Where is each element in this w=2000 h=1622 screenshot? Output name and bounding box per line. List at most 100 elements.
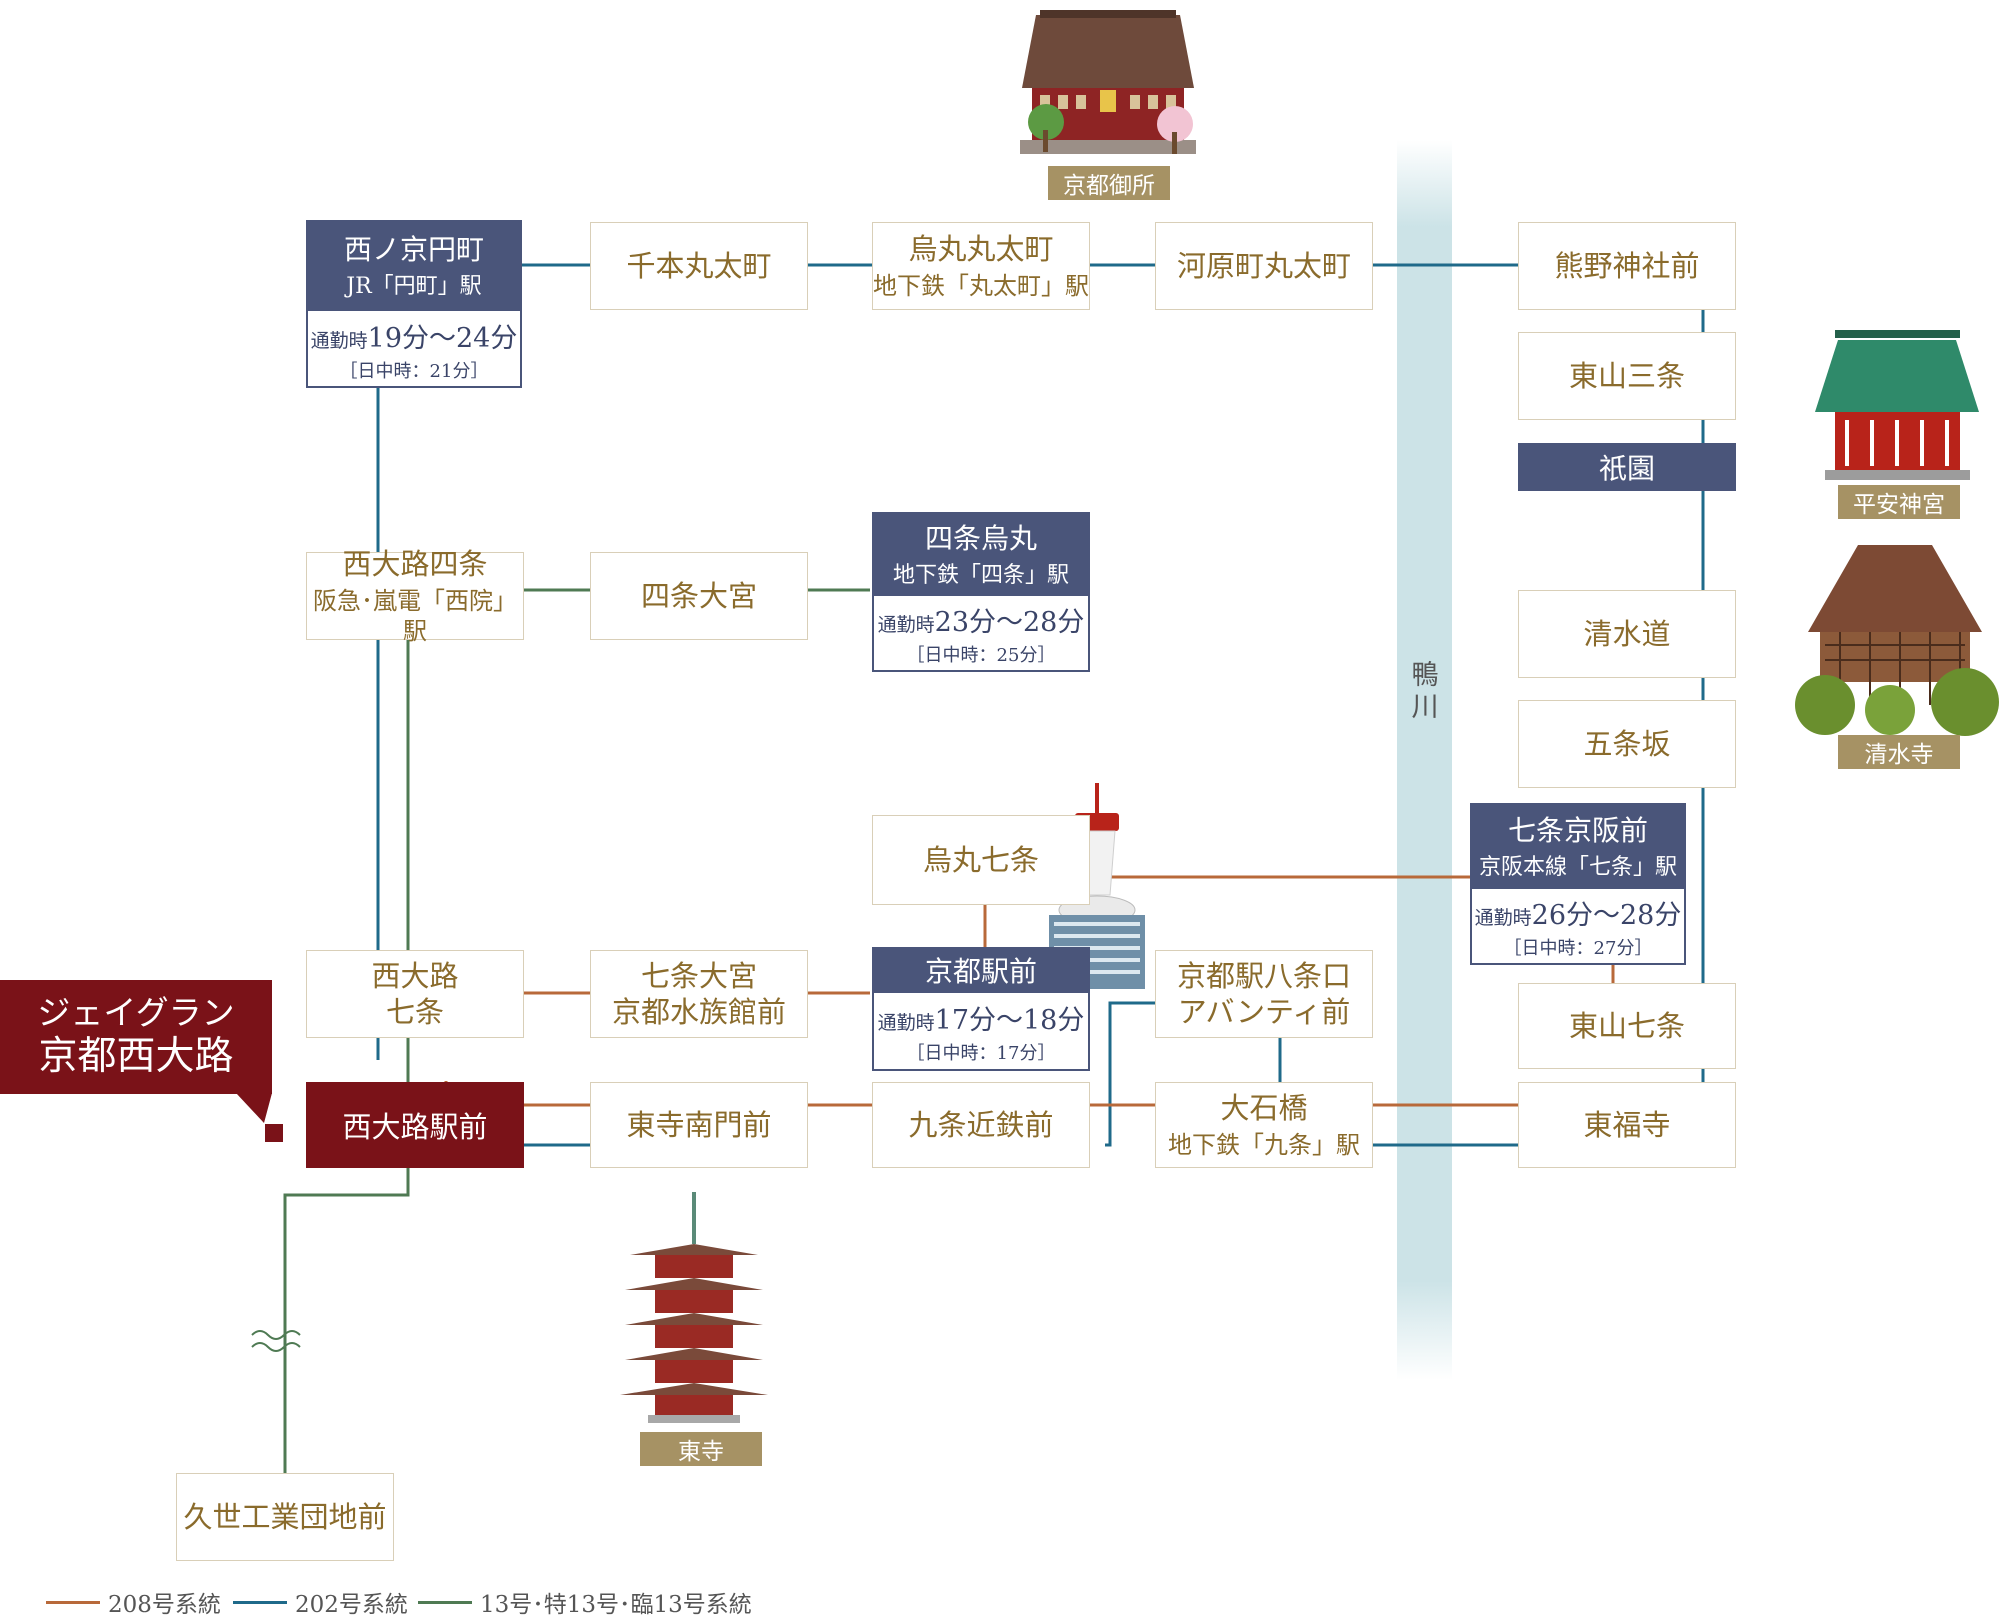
stop-name: 清水道 <box>1583 616 1671 651</box>
station-name: 阪急･嵐電「西院」駅 <box>313 587 517 646</box>
hub-header: 四条烏丸 地下鉄「四条」駅 <box>874 514 1088 596</box>
landmark-toji: 東寺 <box>640 1432 762 1466</box>
stop-higashiyama-sanjo: 東山三条 <box>1518 332 1736 420</box>
commute-prefix: 通勤時 <box>1474 906 1532 929</box>
legend-label: 13号･特13号･臨13号系統 <box>480 1592 752 1618</box>
stop-name: 東寺南門前 <box>626 1107 772 1142</box>
stop-oishibashi: 大石橋地下鉄「九条」駅 <box>1155 1082 1373 1168</box>
route-break-mark <box>251 1330 301 1340</box>
stop-name: 西ノ京円町 <box>343 233 484 267</box>
stop-shichijo-omiya: 七条大宮京都水族館前 <box>590 950 808 1038</box>
kiyomizudera-illustration <box>1795 545 1999 736</box>
stop-name: 京都駅前 <box>924 954 1037 988</box>
station-name: 京阪本線「七条」駅 <box>1478 854 1677 880</box>
stop-name: 西大路四条 <box>342 546 488 581</box>
stop-name: 四条大宮 <box>640 578 757 613</box>
stop-name-line2: アバンティ前 <box>1177 995 1351 1029</box>
stop-kuze-kogyo-danchi-mae: 久世工業団地前 <box>176 1473 394 1561</box>
daytime-time: ［日中時：17分］ <box>906 1042 1056 1064</box>
landmark-label: 東寺 <box>678 1439 724 1465</box>
stop-name: 四条烏丸 <box>924 521 1037 555</box>
stop-name: 九条近鉄前 <box>908 1107 1054 1142</box>
stop-name-line2: 七条 <box>385 995 444 1029</box>
stop-nishioji-shijo: 西大路四条阪急･嵐電「西院」駅 <box>306 547 524 645</box>
daytime-time: ［日中時：25分］ <box>906 644 1056 666</box>
stop-name: 五条坂 <box>1583 726 1671 761</box>
route-break-mark <box>251 1342 301 1352</box>
commute-prefix: 通勤時 <box>877 613 935 636</box>
stop-name: 七条京阪前 <box>1507 813 1648 847</box>
legend-swatch <box>46 1600 100 1604</box>
property-name-line2: 京都西大路 <box>38 1034 234 1080</box>
stop-kiyomizu-michi: 清水道 <box>1518 590 1736 678</box>
stop-kujo-kintetsu-mae: 九条近鉄前 <box>872 1082 1090 1168</box>
stop-name: 東福寺 <box>1583 1107 1671 1142</box>
hub-header: 西ノ京円町 JR「円町」駅 <box>308 222 520 311</box>
route-13-segment <box>283 638 410 1473</box>
stop-kumano-jinja-mae: 熊野神社前 <box>1518 222 1736 310</box>
legend-item-208: 208号系統 <box>46 1585 221 1619</box>
stop-shijo-karasuma: 四条烏丸 地下鉄「四条」駅 通勤時23分〜28分 ［日中時：25分］ <box>872 512 1090 672</box>
stop-name: 東山七条 <box>1568 1008 1685 1043</box>
stop-name: 西大路 <box>371 958 459 993</box>
landmark-heian-jingu: 平安神宮 <box>1838 485 1960 519</box>
station-name: 地下鉄「四条」駅 <box>892 562 1069 588</box>
stop-shijo-omiya: 四条大宮 <box>590 552 808 640</box>
legend-label: 202号系統 <box>295 1592 408 1618</box>
stop-name: 烏丸七条 <box>922 842 1039 877</box>
legend-swatch <box>233 1600 287 1604</box>
daytime-time: ［日中時：27分］ <box>1503 937 1653 959</box>
station-name: 地下鉄「九条」駅 <box>1168 1131 1360 1160</box>
stop-karasuma-shichijo: 烏丸七条 <box>872 815 1090 905</box>
legend-item-202: 202号系統 <box>233 1585 408 1619</box>
stop-name: 東山三条 <box>1568 358 1685 393</box>
stop-gojozaka: 五条坂 <box>1518 700 1736 788</box>
landmark-kiyomizudera: 清水寺 <box>1838 735 1960 769</box>
commute-time: 23分〜28分 <box>934 606 1085 638</box>
stop-name: 烏丸丸太町 <box>908 231 1054 266</box>
stop-kyoto-eki-hachijo-guchi: 京都駅八条口アバンティ前 <box>1155 950 1373 1038</box>
legend-label: 208号系統 <box>108 1592 221 1618</box>
stop-nishinokyo-enmachi: 西ノ京円町 JR「円町」駅 通勤時19分〜24分 ［日中時：21分］ <box>306 220 522 388</box>
stop-shichijo-keihan-mae: 七条京阪前 京阪本線「七条」駅 通勤時26分〜28分 ［日中時：27分］ <box>1470 803 1686 965</box>
landmark-label: 清水寺 <box>1864 742 1934 768</box>
stop-name: 京都駅八条口 <box>1176 958 1351 993</box>
commute-time: 26分〜28分 <box>1531 899 1682 931</box>
daytime-time: ［日中時：21分］ <box>339 361 489 382</box>
river-name: 鴨川 <box>1411 660 1439 724</box>
stop-karasuma-marutamachi: 烏丸丸太町地下鉄「丸太町」駅 <box>872 222 1090 310</box>
stop-name: 西大路駅前 <box>342 1110 488 1144</box>
stop-name: 千本丸太町 <box>626 248 772 283</box>
stop-kyoto-eki-mae: 京都駅前 通勤時17分〜18分 ［日中時：17分］ <box>872 947 1090 1071</box>
stop-toji-minamimon-mae: 東寺南門前 <box>590 1082 808 1168</box>
stop-name-line2: 京都水族館前 <box>611 995 786 1029</box>
hub-header: 七条京阪前 京阪本線「七条」駅 <box>1472 805 1684 889</box>
kyoto-gosho-illustration <box>1020 10 1196 154</box>
stop-name: 河原町丸太町 <box>1176 248 1351 283</box>
callout-pointer <box>236 1093 272 1123</box>
landmark-kyoto-gosho: 京都御所 <box>1048 166 1170 200</box>
landmark-label: 京都御所 <box>1063 173 1155 199</box>
toji-pagoda-illustration <box>620 1192 768 1423</box>
stop-tofukuji: 東福寺 <box>1518 1082 1736 1168</box>
property-name-line1: ジェイグラン <box>37 993 235 1032</box>
travel-time: 通勤時26分〜28分 ［日中時：27分］ <box>1472 889 1684 963</box>
stop-senbon-marutamachi: 千本丸太町 <box>590 222 808 310</box>
landmark-label: 平安神宮 <box>1853 492 1945 518</box>
stop-name: 久世工業団地前 <box>183 1499 387 1534</box>
station-name: 地下鉄「丸太町」駅 <box>873 272 1089 301</box>
stop-gion: 祇園 <box>1518 443 1736 491</box>
travel-time: 通勤時23分〜28分 ［日中時：25分］ <box>874 596 1088 670</box>
property-callout: ジェイグラン 京都西大路 <box>0 980 272 1094</box>
commute-prefix: 通勤時 <box>877 1011 935 1034</box>
kamo-river <box>1397 140 1452 1380</box>
stop-name: 祇園 <box>1598 452 1655 485</box>
stop-name: 熊野神社前 <box>1554 248 1700 283</box>
property-location-marker <box>265 1124 283 1142</box>
stop-nishioji-eki-mae: 西大路駅前 <box>306 1082 524 1168</box>
stop-name: 大石橋 <box>1220 1090 1308 1125</box>
stop-higashiyama-shichijo: 東山七条 <box>1518 983 1736 1069</box>
legend-item-13: 13号･特13号･臨13号系統 <box>418 1585 752 1619</box>
commute-time: 17分〜18分 <box>934 1004 1085 1036</box>
travel-time: 通勤時19分〜24分 ［日中時：21分］ <box>308 311 520 388</box>
